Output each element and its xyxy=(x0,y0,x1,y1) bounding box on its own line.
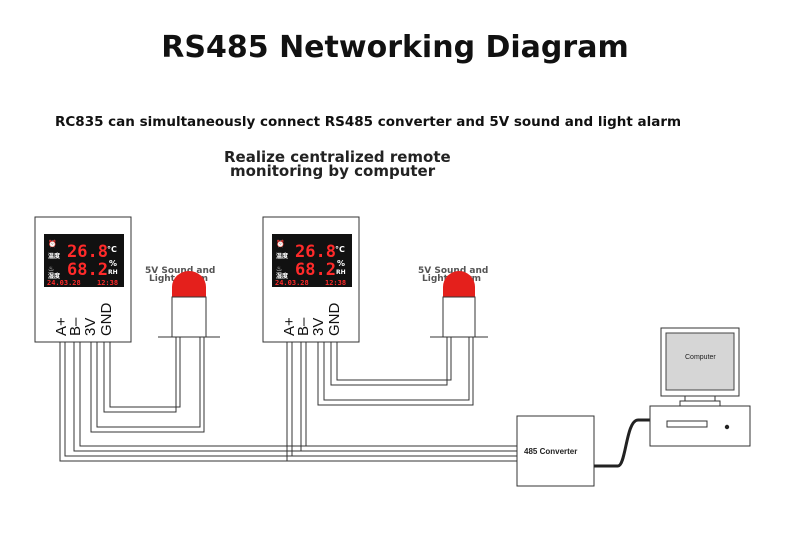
hum-unit-rh: RH xyxy=(108,269,118,276)
time-readout: 12:38 xyxy=(325,279,346,287)
temp-label: 温度 xyxy=(276,252,289,260)
device-display-1: ⏰ 温度 ♨ 湿度 26.8 °C 68.2 % RH 24.03.28 12:… xyxy=(44,234,124,287)
device-display-2: ⏰ 温度 ♨ 湿度 26.8 °C 68.2 % RH 24.03.28 12:… xyxy=(272,234,352,287)
temp-unit: °C xyxy=(107,245,117,254)
computer: Computer xyxy=(649,327,751,447)
humidity-icon: ♨ xyxy=(48,265,54,273)
hum-unit-rh: RH xyxy=(336,269,346,276)
temp-label: 温度 xyxy=(48,252,61,260)
alarm-label-line1: 5V Sound and xyxy=(145,266,215,276)
date-readout: 24.03.28 xyxy=(47,279,81,287)
diagram-title: RS485 Networking Diagram xyxy=(161,30,629,65)
remote-monitoring-note: Realize centralized remote monitoring by… xyxy=(224,148,451,180)
hum-label: 湿度 xyxy=(48,272,61,280)
remote-note-line-1: Realize centralized remote xyxy=(224,148,451,166)
diagram-subtitle: RC835 can simultaneously connect RS485 c… xyxy=(55,114,682,130)
time-readout: 12:38 xyxy=(97,279,118,287)
humidity-icon: ♨ xyxy=(276,265,282,273)
disk-drive-slot xyxy=(666,420,708,428)
alarm-light-icon xyxy=(172,271,206,297)
computer-screen-label: Computer xyxy=(685,354,716,361)
pin-b-minus: B– xyxy=(295,317,312,336)
pin-gnd: GND xyxy=(98,303,115,337)
alarm-light-icon xyxy=(443,271,475,297)
pin-b-minus: B– xyxy=(67,317,84,336)
rc835-device-1: ⏰ 温度 ♨ 湿度 26.8 °C 68.2 % RH 24.03.28 12:… xyxy=(34,216,132,343)
monitor-icon: Computer xyxy=(660,327,740,407)
pc-tower-icon xyxy=(649,405,751,447)
power-led xyxy=(724,424,730,430)
pin-3v: 3V xyxy=(82,318,99,336)
hum-label: 湿度 xyxy=(276,272,289,280)
rs485-converter: 485 Converter xyxy=(516,415,595,487)
hum-reading: 68.2 xyxy=(295,260,336,280)
usb-cable xyxy=(594,418,650,468)
clock-icon: ⏰ xyxy=(48,239,57,248)
pin-a-plus: A+ xyxy=(281,317,298,336)
hum-reading: 68.2 xyxy=(67,260,108,280)
converter-label: 485 Converter xyxy=(524,447,577,456)
remote-note-line-2: monitoring by computer xyxy=(230,162,436,180)
pin-3v: 3V xyxy=(310,318,327,336)
wires xyxy=(59,337,517,462)
rc835-device-2: ⏰ 温度 ♨ 湿度 26.8 °C 68.2 % RH 24.03.28 12:… xyxy=(262,216,360,343)
pin-a-plus: A+ xyxy=(53,317,70,336)
sound-light-alarm-2: 5V Sound and Light Alarm xyxy=(418,266,488,338)
temp-unit: °C xyxy=(335,245,345,254)
pin-gnd: GND xyxy=(326,303,343,337)
pin-labels-2: A+ B– 3V GND xyxy=(281,303,343,337)
hum-unit: % xyxy=(337,259,345,268)
hum-unit: % xyxy=(109,259,117,268)
alarm-label-line1: 5V Sound and xyxy=(418,266,488,276)
sound-light-alarm-1: 5V Sound and Light Alarm xyxy=(145,266,220,338)
temp-reading: 26.8 xyxy=(67,242,108,262)
temp-reading: 26.8 xyxy=(295,242,336,262)
pin-labels-1: A+ B– 3V GND xyxy=(53,303,115,337)
date-readout: 24.03.28 xyxy=(275,279,309,287)
clock-icon: ⏰ xyxy=(276,239,285,248)
